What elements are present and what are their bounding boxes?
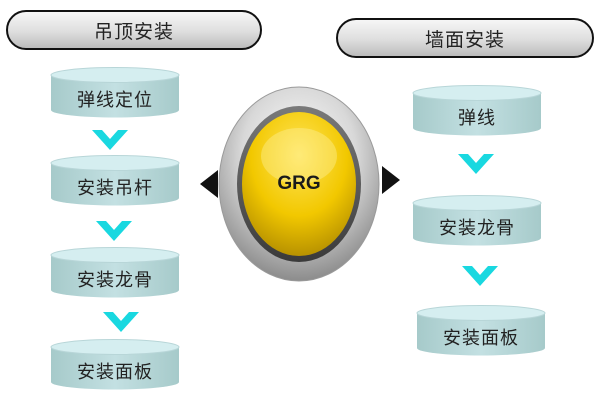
grg-ring [218, 86, 380, 282]
step-label: 安装面板 [443, 328, 519, 349]
step-cylinder: 弹线 [412, 84, 542, 136]
wall-installation-header: 墙面安装 [336, 18, 594, 58]
step-label: 安装吊杆 [77, 178, 153, 199]
step-cylinder: 弹线定位 [50, 66, 180, 118]
ceiling-installation-header: 吊顶安装 [6, 10, 262, 50]
chevron-down-icon [92, 130, 128, 150]
step-cylinder: 安装龙骨 [412, 194, 542, 246]
step-label: 安装面板 [77, 362, 153, 383]
grg-label: GRG [277, 173, 321, 194]
chevron-down-icon [458, 154, 494, 174]
chevron-down-icon [462, 266, 498, 286]
step-cylinder: 安装面板 [416, 304, 546, 356]
step-cylinder: 安装面板 [50, 338, 180, 390]
grg-emblem: GRG [218, 86, 380, 282]
chevron-down-icon [96, 221, 132, 241]
right-arrow-icon [382, 166, 400, 194]
step-cylinder: 安装龙骨 [50, 246, 180, 298]
left-arrow-icon [200, 170, 218, 198]
step-cylinder: 安装吊杆 [50, 154, 180, 206]
step-label: 安装龙骨 [77, 270, 153, 291]
chevron-down-icon [103, 312, 139, 332]
step-label: 安装龙骨 [439, 218, 515, 239]
step-label: 弹线 [458, 108, 496, 129]
step-label: 弹线定位 [77, 90, 153, 111]
